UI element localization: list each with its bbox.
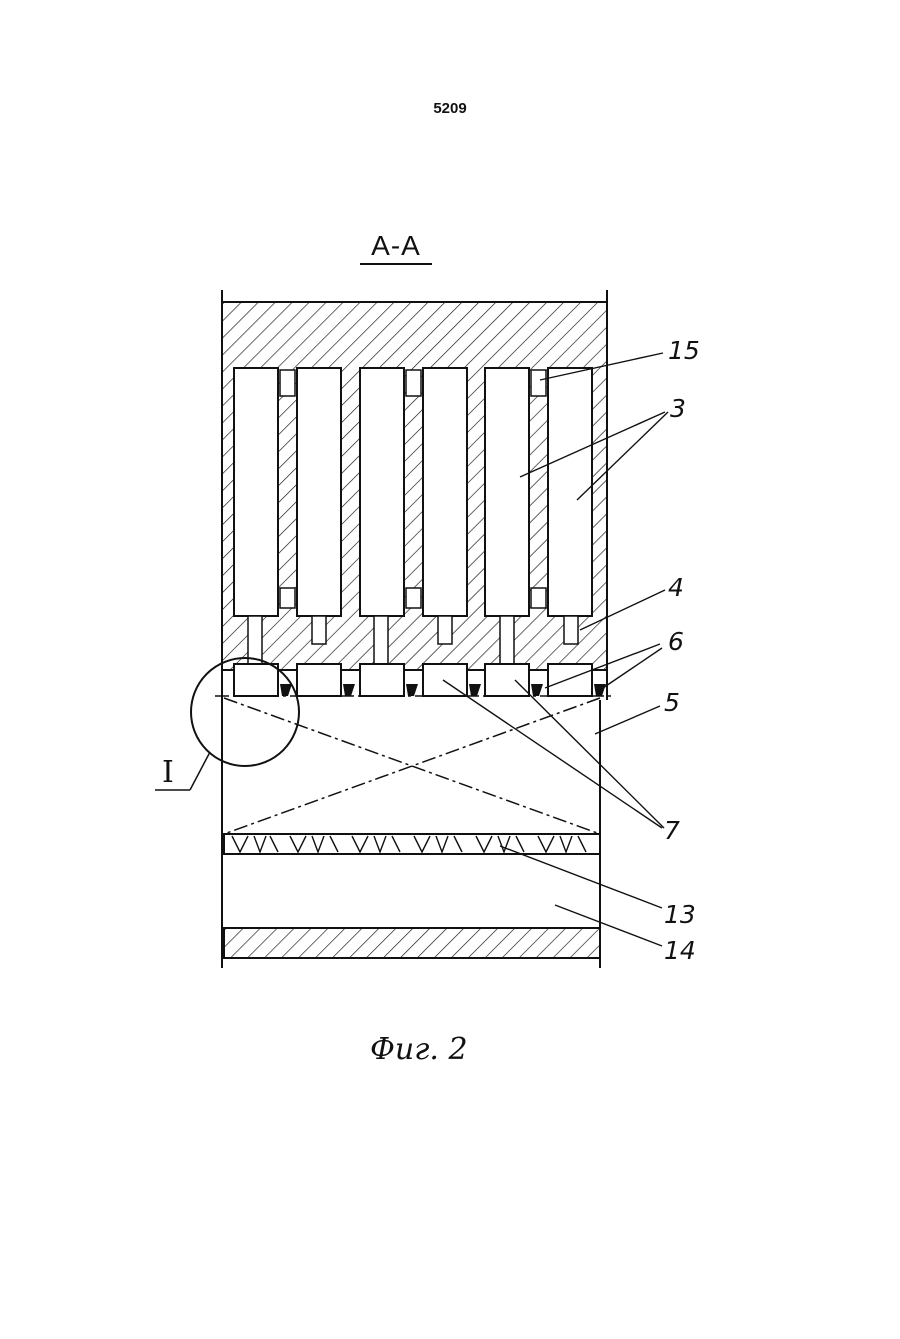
roller (423, 368, 467, 616)
detail-label: I (162, 758, 174, 788)
figure-caption: Фиг. 2 (370, 1032, 490, 1067)
roller (485, 368, 529, 616)
callout-15: 15 (668, 338, 700, 363)
bottom-wall (224, 928, 600, 958)
callout-13: 13 (664, 902, 696, 927)
callout-3: 3 (670, 396, 686, 421)
roller (234, 368, 278, 616)
chamber-cross (224, 698, 600, 834)
callout-4: 4 (668, 575, 684, 600)
callout-14: 14 (664, 938, 696, 963)
roller (297, 368, 341, 616)
callout-6: 6 (668, 629, 684, 654)
grid-plate (224, 834, 600, 854)
callout-5: 5 (664, 690, 680, 715)
roller (360, 368, 404, 616)
callout-7: 7 (664, 818, 680, 843)
